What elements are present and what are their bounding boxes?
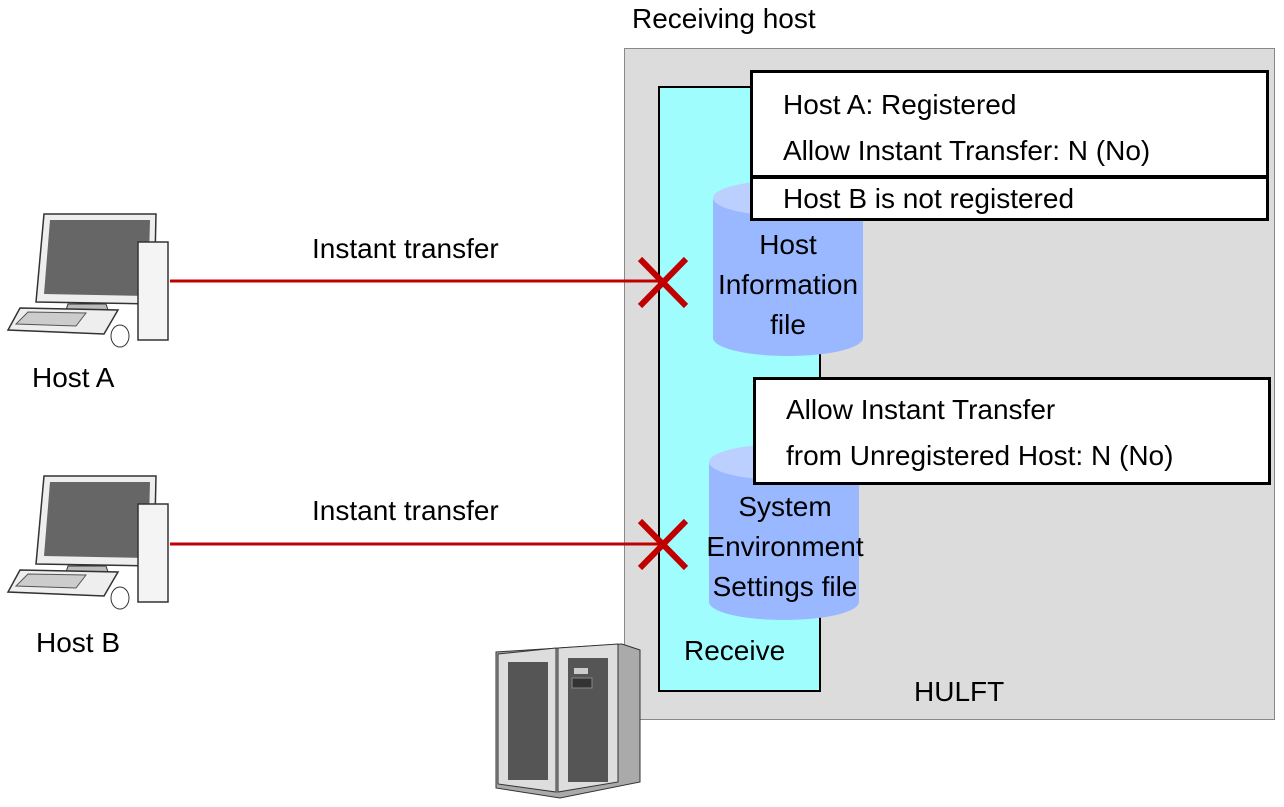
system-env-callout: Allow Instant Transfer from Unregistered… <box>753 377 1271 485</box>
host-info-callout-top: Host A: Registered Allow Instant Transfe… <box>750 70 1269 178</box>
host-info-line: file <box>770 309 806 340</box>
hulft-label: HULFT <box>914 676 1005 707</box>
host-a-block-mark <box>637 256 689 309</box>
system-environment-file-label: System Environment Settings file <box>690 487 880 607</box>
receiving-host-label: Receiving host <box>632 3 816 34</box>
callout-host-b-not-registered: Host B is not registered <box>783 183 1075 214</box>
system-env-line: System <box>738 491 832 522</box>
callout-host-a-registered: Host A: Registered <box>783 89 1017 120</box>
host-b-computer-icon <box>6 475 169 610</box>
callout-from-unregistered-host: from Unregistered Host: N (No) <box>786 440 1174 471</box>
receive-label: Receive <box>684 635 786 666</box>
host-information-file-label: Host Information file <box>700 225 876 345</box>
system-env-line: Environment <box>706 531 864 562</box>
callout-allow-instant-transfer-unregistered: Allow Instant Transfer <box>786 394 1056 425</box>
host-b-block-mark <box>637 518 689 571</box>
callout-allow-instant-transfer: Allow Instant Transfer: N (No) <box>783 135 1151 166</box>
host-a-link-label: Instant transfer <box>312 233 499 264</box>
host-a-computer-icon <box>6 213 169 348</box>
host-info-callout-bottom: Host B is not registered <box>750 176 1269 221</box>
host-a-label: Host A <box>32 362 115 393</box>
host-b-label: Host B <box>36 627 121 658</box>
host-info-line: Host <box>759 229 817 260</box>
system-env-line: Settings file <box>712 571 858 602</box>
host-b-link-label: Instant transfer <box>312 495 499 526</box>
host-info-line: Information <box>717 269 859 300</box>
server-rack-icon <box>495 643 641 799</box>
